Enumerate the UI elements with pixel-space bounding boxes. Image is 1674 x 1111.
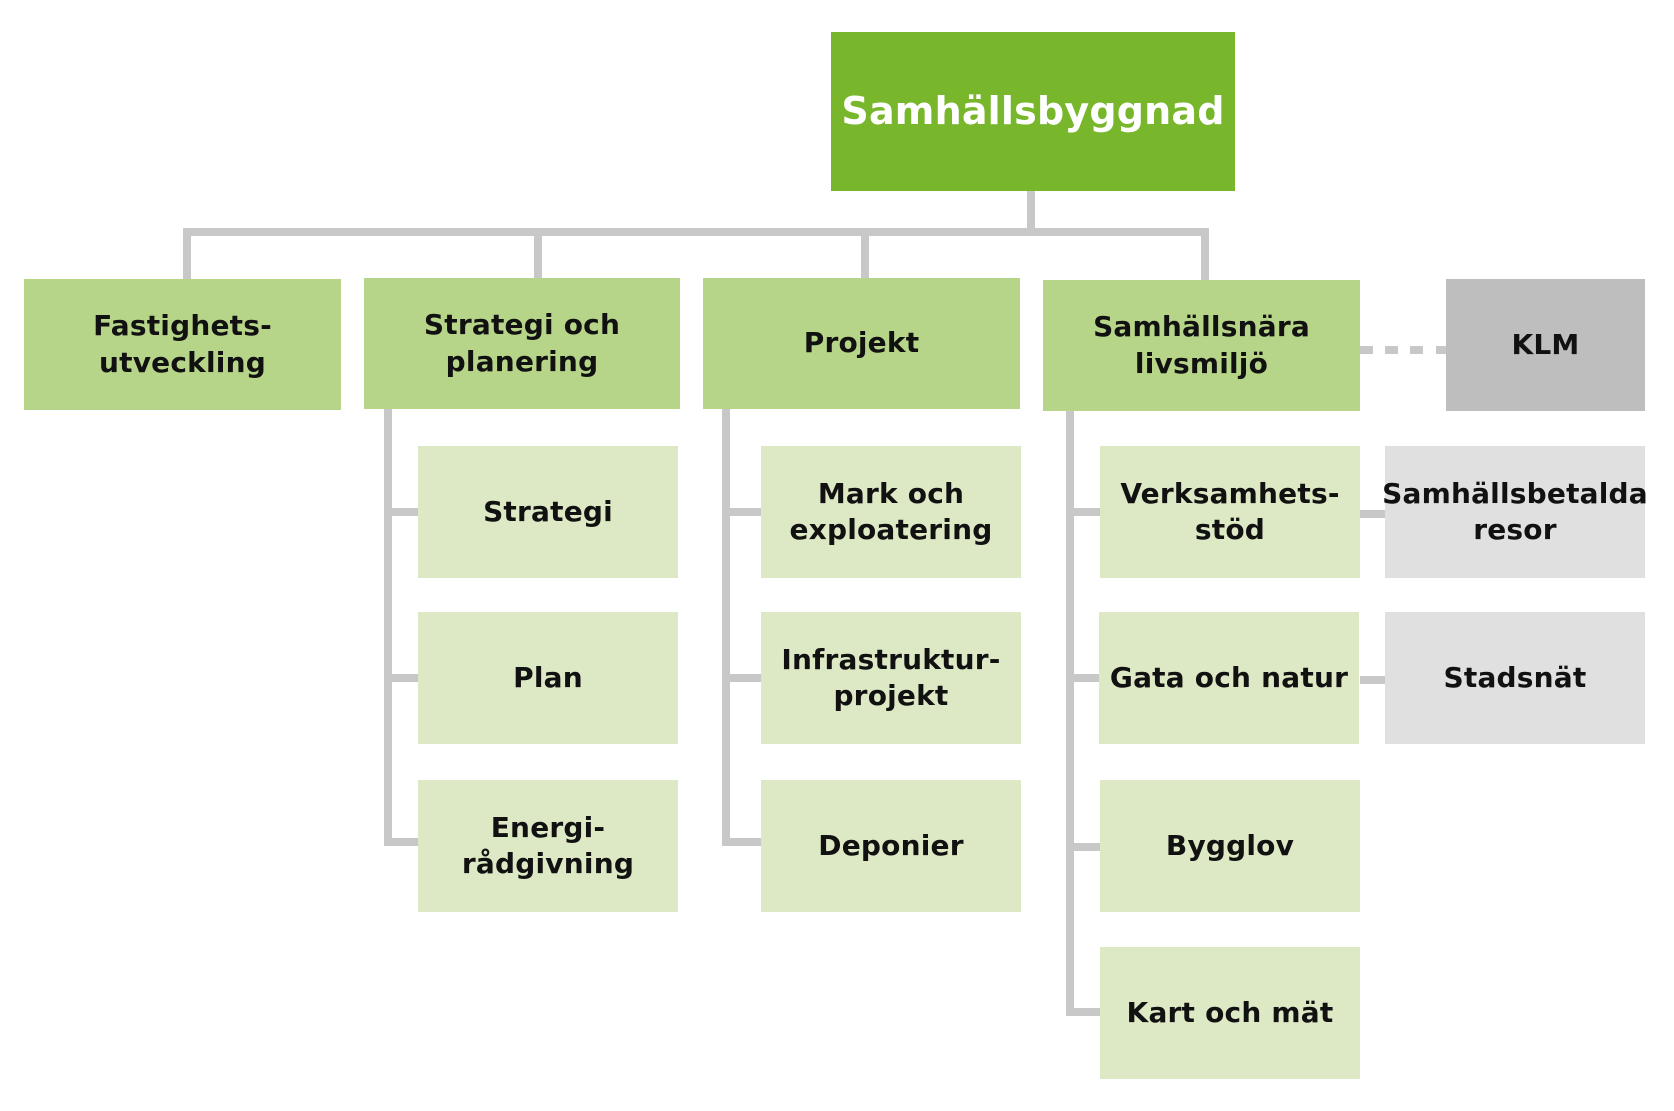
dashed-link-segment: [1360, 346, 1373, 354]
unit-deponier: Deponier: [761, 780, 1021, 912]
external-unit-samhallsbetalda-resor: Samhällsbetalda resor: [1382, 446, 1648, 578]
spine-connector-samhallsnara: [1066, 411, 1074, 1016]
unit-kart-och-mat: Kart och mät: [1100, 947, 1360, 1079]
unit-strategi: Strategi: [418, 446, 678, 578]
branch-connector: [722, 674, 763, 682]
branch-connector: [384, 838, 420, 846]
unit-energiradgivning: Energi- rådgivning: [418, 780, 678, 912]
external-node-klm: KLM: [1446, 279, 1645, 411]
department-strategi-och-planering: Strategi och planering: [364, 278, 680, 409]
unit-plan: Plan: [418, 612, 678, 744]
branch-connector: [722, 838, 763, 846]
department-samhallsnara-livsmiljo: Samhällsnära livsmiljö: [1043, 280, 1360, 411]
branch-connector: [1066, 508, 1102, 516]
branch-connector: [1066, 1008, 1102, 1016]
department-projekt: Projekt: [703, 278, 1020, 409]
drop-connector-fastighetsutveckling: [183, 228, 191, 280]
unit-infrastrukturprojekt: Infrastruktur- projekt: [761, 612, 1021, 744]
root-node-samhallsbyggnad: Samhällsbyggnad: [831, 32, 1235, 191]
branch-connector: [384, 674, 420, 682]
external-unit-stadsnat: Stadsnät: [1385, 612, 1645, 744]
branch-connector: [384, 508, 420, 516]
dashed-link-segment: [1410, 346, 1423, 354]
drop-connector-samhallsnara: [1201, 228, 1209, 280]
dashed-link-segment: [1385, 346, 1398, 354]
unit-verksamhetsstod: Verksamhets- stöd: [1100, 446, 1360, 578]
drop-connector-projekt: [861, 228, 869, 280]
unit-mark-och-exploatering: Mark och exploatering: [761, 446, 1021, 578]
branch-connector: [1066, 843, 1102, 851]
branch-connector: [722, 508, 763, 516]
dashed-link-segment: [1436, 346, 1446, 354]
spine-connector-projekt: [722, 409, 730, 846]
external-connector: [1360, 510, 1386, 518]
root-stem-connector: [1027, 190, 1035, 232]
branch-connector: [1066, 674, 1102, 682]
unit-gata-och-natur: Gata och natur: [1099, 612, 1359, 744]
unit-bygglov: Bygglov: [1100, 780, 1360, 912]
department-fastighetsutveckling: Fastighets- utveckling: [24, 279, 341, 410]
drop-connector-strategi-planering: [534, 228, 542, 280]
department-bus-connector: [183, 228, 1209, 236]
external-connector: [1360, 676, 1386, 684]
spine-connector-strategi-planering: [384, 409, 392, 846]
